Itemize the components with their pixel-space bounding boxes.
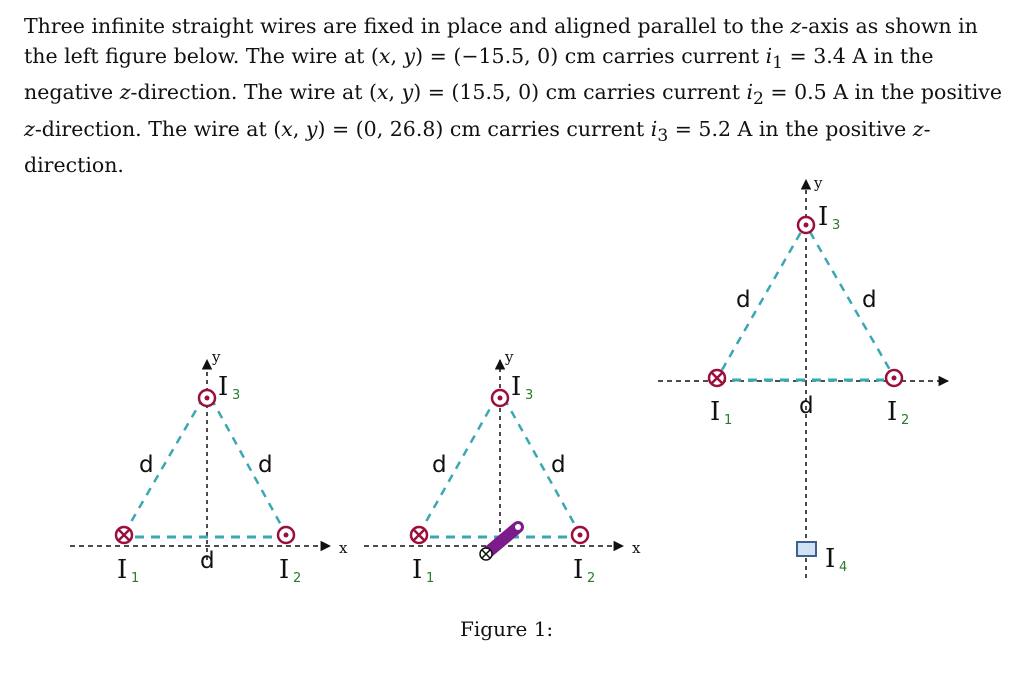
figure-a-d-bottom: d [200,548,215,574]
figure-c-d-right: d [862,287,877,313]
figure-b-wire3-out-icon [490,388,510,408]
figure-c-d-vertical: d [799,393,814,419]
figure-a-label-I3-sub: 3 [232,388,240,403]
figure-a-x-label: x [339,539,348,557]
figure-b-label-I2: I [573,555,583,585]
figure-caption: Figure 1: [460,617,553,641]
figure-c-label-I1: I [710,397,720,427]
figure-b-wire1-into-icon [409,525,429,545]
figure-a-label-I2-sub: 2 [293,571,301,586]
figure-a-side-right [209,397,288,535]
figure-b-side-left [417,397,498,535]
figure-b-label-I1: I [412,555,422,585]
figure-c-label-I3-sub: 3 [832,218,840,233]
figure-b-side-right [502,397,582,535]
figure-c-wire1-into-icon [707,368,727,388]
figure-c-label-I3: I [818,202,828,232]
figure-c-label-I2-sub: 2 [901,413,909,428]
figure-c: y d d d I 1 I 2 I 3 I 4 [658,174,950,578]
figure-a-label-I1-sub: 1 [131,571,139,586]
figure-c-y-label: y [813,174,823,192]
figure-b-d-right: d [551,452,566,478]
figure-a-label-I3: I [218,372,228,402]
figure-b-label-I1-sub: 1 [426,571,434,586]
figure-a-wire1-into-icon [114,525,134,545]
problem-text: Three infinite straight wires are fixed … [24,14,1002,178]
figure-c-label-I2: I [887,397,897,427]
figure-b: x y d d I 1 [364,348,641,641]
problem-statement: Three infinite straight wires are fixed … [24,12,1008,181]
figure-c-label-I4-sub: 4 [839,560,847,575]
figure-c-d-left: d [736,287,751,313]
figure-a-d-left: d [139,452,154,478]
figure-a-label-I2: I [279,555,289,585]
figure-c-label-I4: I [825,544,835,574]
figure-b-bar-icon [479,521,524,561]
figure-c-wire4-square-icon [796,541,817,557]
figure-c-label-I1-sub: 1 [724,413,732,428]
figure-a-label-I1: I [117,555,127,585]
figure-a: x y d d d I 1 I 2 I 3 [70,348,348,586]
figure-a-wire2-out-icon [276,525,296,545]
figure-a-wire3-out-icon [197,388,217,408]
figure-b-label-I3: I [511,372,521,402]
figure-a-side-left [122,397,205,535]
figure-c-wire3-out-icon [796,215,816,235]
figure-b-x-label: x [632,539,641,557]
figure-c-wire2-out-icon [884,368,904,388]
figure-b-y-label: y [504,348,514,366]
figure-a-d-right: d [258,452,273,478]
figure-b-d-left: d [432,452,447,478]
figure-b-label-I2-sub: 2 [587,571,595,586]
figure-a-y-label: y [211,348,221,366]
figure-c-side-left [720,231,803,371]
figure-c-side-right [808,231,892,371]
figure-b-wire2-out-icon [570,525,590,545]
figure-b-label-I3-sub: 3 [525,388,533,403]
